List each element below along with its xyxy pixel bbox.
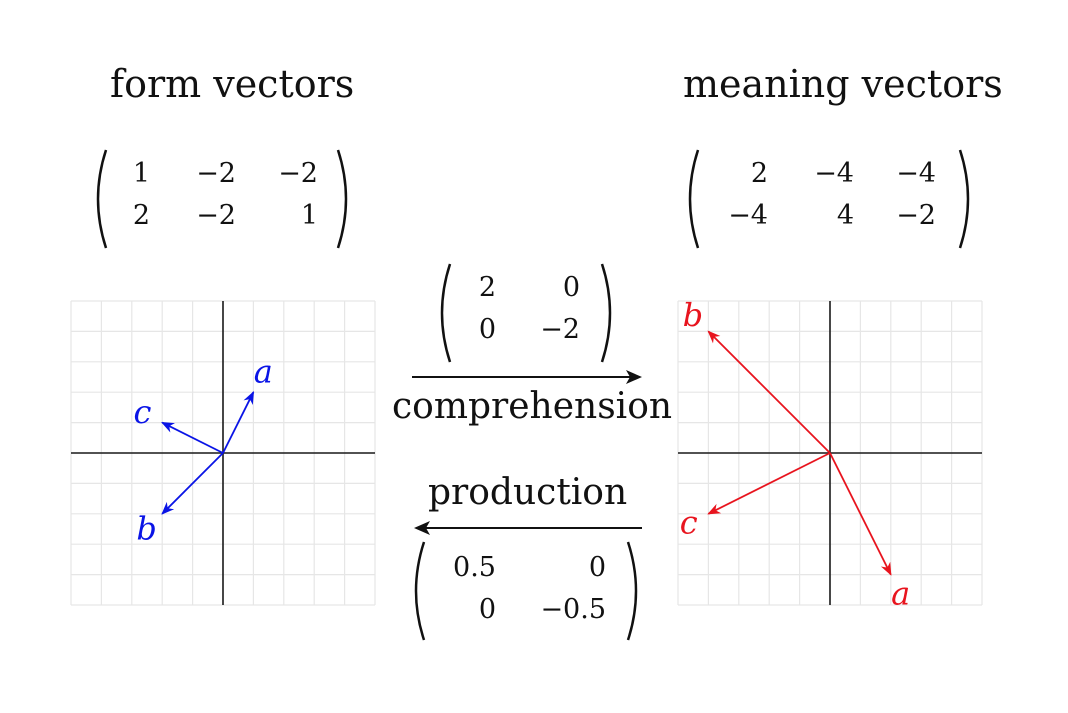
form-matrix-brackets [96,149,348,249]
meaning-vectors-plot: a b c [677,300,983,606]
production-matrix-cell-r1c2: 0 [588,552,606,583]
meaning-vector-a [829,452,892,576]
meaning-matrix-cell-r1c2: −4 [814,158,854,189]
meaning-vector-c [707,452,831,515]
meaning-matrix: 2 −4 −4 −4 4 −2 [680,148,978,250]
production-matrix-cell-r2c2: −0.5 [540,594,606,625]
form-matrix-cell-r2c3: 1 [300,200,318,231]
meaning-matrix-cell-r2c3: −2 [896,200,936,231]
production-arrow [414,521,642,535]
meaning-vector-label-b: b [683,300,703,334]
form-matrix-cell-r1c3: −2 [278,158,318,189]
comprehension-matrix-cell-r2c1: 0 [478,314,496,345]
form-vector-c [161,421,224,454]
production-matrix-cell-r2c1: 0 [478,594,496,625]
form-matrix-cell-r2c1: 2 [132,200,150,231]
form-matrix-cell-r1c2: −2 [196,158,236,189]
meaning-vector-b [707,330,831,454]
comprehension-matrix: 2 0 0 −2 [432,262,620,364]
meaning-matrix-cell-r2c1: −4 [728,200,768,231]
meaning-vector-label-c: c [680,504,698,542]
form-vectors-title: form vectors [110,62,355,106]
meaning-matrix-cell-r1c1: 2 [750,158,768,189]
form-matrix-cell-r1c1: 1 [132,158,150,189]
comprehension-arrow [412,370,642,384]
comprehension-matrix-cell-r1c2: 0 [562,272,580,303]
form-matrix-cell-r2c2: −2 [196,200,236,231]
production-matrix-brackets [414,541,638,641]
form-vector-label-a: a [254,353,273,391]
production-label: production [428,472,628,513]
meaning-matrix-cell-r2c2: 4 [836,200,854,231]
meaning-matrix-brackets [688,149,970,249]
comprehension-label: comprehension [392,386,673,427]
production-matrix-cell-r1c1: 0.5 [453,552,496,583]
comprehension-matrix-brackets [440,263,612,363]
form-vectors-plot: a b c [70,300,376,606]
meaning-vectors-title: meaning vectors [683,62,1003,106]
comprehension-matrix-cell-r2c2: −2 [540,314,580,345]
meaning-matrix-cell-r1c3: −4 [896,158,936,189]
meaning-vector-label-a: a [891,574,910,606]
production-matrix: 0.5 0 0 −0.5 [406,540,646,642]
form-vector-b [161,452,224,515]
form-vector-label-c: c [134,393,152,431]
form-vector-label-b: b [136,509,156,547]
comprehension-matrix-cell-r1c1: 2 [478,272,496,303]
form-matrix: 1 −2 −2 2 −2 1 [88,148,356,250]
form-vector-a [222,391,255,454]
